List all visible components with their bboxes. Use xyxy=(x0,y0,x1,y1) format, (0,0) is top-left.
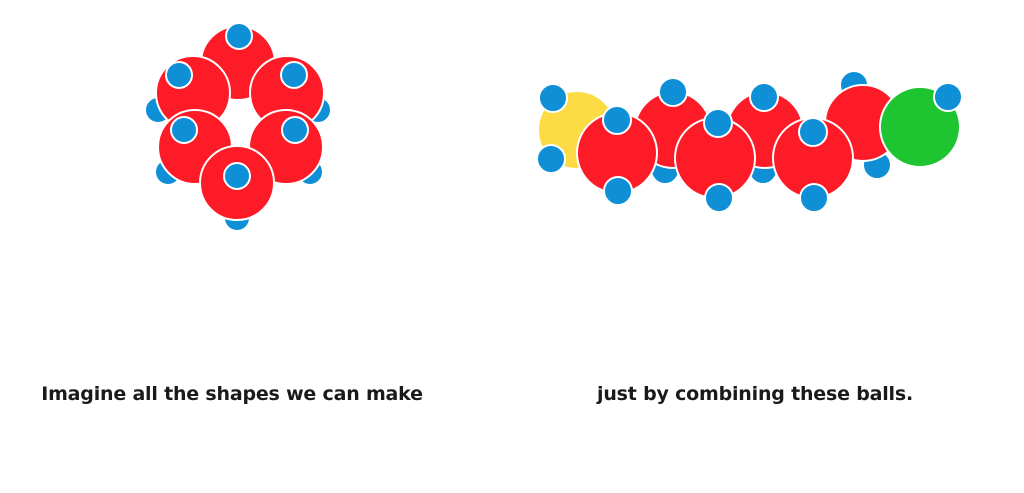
blue-ball xyxy=(225,22,253,50)
ring-molecule xyxy=(144,22,332,232)
blue-ball xyxy=(703,108,733,138)
caption-right: just by combining these balls. xyxy=(597,383,913,405)
blue-ball xyxy=(933,82,963,112)
blue-ball xyxy=(165,61,193,89)
blue-ball xyxy=(749,82,779,112)
blue-ball xyxy=(170,116,198,144)
blue-ball xyxy=(281,116,309,144)
blue-ball xyxy=(536,144,566,174)
blue-ball xyxy=(799,183,829,213)
blue-ball xyxy=(658,77,688,107)
blue-ball xyxy=(223,162,251,190)
blue-ball xyxy=(603,176,633,206)
blue-ball xyxy=(704,183,734,213)
chain-molecule xyxy=(536,70,963,213)
caption-left: Imagine all the shapes we can make xyxy=(41,383,423,405)
blue-ball xyxy=(280,61,308,89)
blue-ball xyxy=(798,117,828,147)
blue-ball xyxy=(602,105,632,135)
blue-ball xyxy=(538,83,568,113)
